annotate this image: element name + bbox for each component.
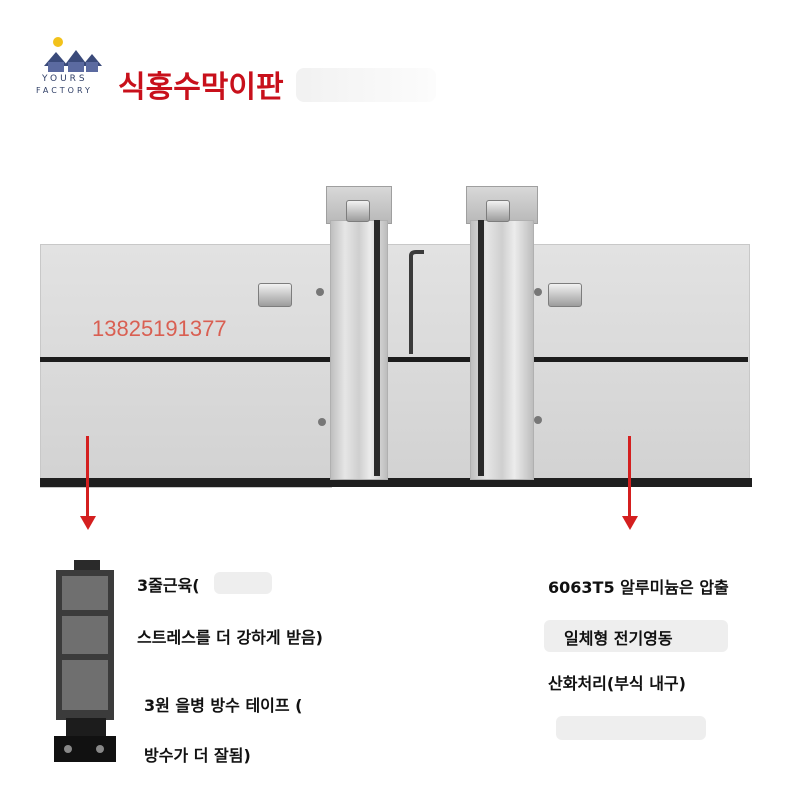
feature-left-2: 스트레스를 더 강하게 받음) — [137, 628, 323, 647]
right-post-slot — [478, 220, 484, 476]
blurred-backdrop — [544, 620, 728, 652]
right-post-clamp-knob — [486, 200, 510, 222]
left-panel-seam — [40, 357, 330, 362]
watermark-smudge — [296, 68, 436, 102]
brand-logo: YOURS FACTORY — [36, 36, 106, 100]
left-panel-handle — [258, 283, 292, 307]
bolt-icon — [318, 418, 326, 426]
page-title: 식홍수막이판 — [118, 70, 284, 105]
feature-right-3: 산화처리(부식 내구) — [548, 674, 686, 693]
right-panel — [532, 244, 750, 482]
middle-panel-seam — [384, 357, 470, 362]
phone-watermark: 13825191377 — [92, 316, 227, 341]
middle-panel — [384, 244, 472, 482]
sun-icon — [53, 37, 63, 47]
base-seal-strip — [40, 478, 752, 487]
brand-name-line2: FACTORY — [36, 86, 93, 95]
bolt-icon — [534, 288, 542, 296]
right-panel-seam — [532, 357, 748, 362]
feature-right-1: 6063T5 알루미늄은 압출 — [548, 578, 729, 597]
right-panel-handle — [548, 283, 582, 307]
blurred-text — [214, 572, 272, 594]
feature-right-2: 일체형 전기영동 — [564, 629, 673, 648]
feature-left-4: 방수가 더 잘됨) — [144, 746, 251, 765]
profile-section-icon — [52, 560, 122, 765]
bolt-icon — [316, 288, 324, 296]
left-post-clamp-knob — [346, 200, 370, 222]
left-post-slot — [374, 220, 380, 476]
feature-left-1: 3줄근육( — [137, 576, 200, 595]
blurred-text — [556, 716, 706, 740]
feature-left-3: 3원 을병 방수 테이프 ( — [144, 696, 303, 715]
hex-key-tool — [408, 250, 426, 358]
bolt-icon — [534, 416, 542, 424]
brand-name-line1: YOURS — [42, 74, 88, 84]
left-panel — [40, 244, 332, 488]
logo-house-icon — [44, 37, 102, 72]
